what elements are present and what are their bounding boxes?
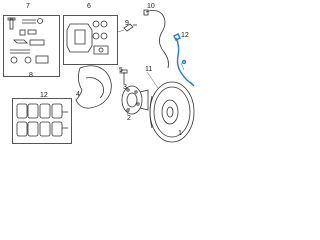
callout-3: 3 xyxy=(123,84,127,91)
brake-rotor xyxy=(149,81,195,143)
callout-2: 2 xyxy=(127,115,131,122)
callout-8: 8 xyxy=(29,72,33,79)
callout-12: 12 xyxy=(181,32,189,39)
callout-11: 11 xyxy=(145,66,153,73)
bleeder-screw xyxy=(123,23,137,32)
caliper-bolt-set xyxy=(7,17,49,64)
brake-pad-set xyxy=(16,103,68,137)
sensor-harness xyxy=(143,9,169,69)
box-caliper-hardware xyxy=(3,15,60,77)
callout-10: 10 xyxy=(147,3,155,10)
brake-caliper xyxy=(66,20,109,55)
callout-5: 5 xyxy=(119,67,123,74)
callout-7: 7 xyxy=(26,3,30,10)
splash-shield xyxy=(75,65,112,109)
wheel-speed-sensor-highlighted xyxy=(173,33,195,87)
diagram-graphics xyxy=(7,9,195,143)
hub-bearing xyxy=(121,85,149,115)
parts-diagram: 7 6 10 9 12 11 5 8 3 4 1 1 2 12 xyxy=(0,0,200,147)
callout-9: 9 xyxy=(125,20,129,27)
box-brake-pads xyxy=(12,98,72,144)
callout-6: 6 xyxy=(87,3,91,10)
leader-lines xyxy=(117,29,185,116)
callout-12-box: 12 xyxy=(40,92,48,99)
box-caliper xyxy=(63,15,118,65)
callout-1: 1 xyxy=(178,130,182,137)
callout-4: 4 xyxy=(76,91,80,98)
